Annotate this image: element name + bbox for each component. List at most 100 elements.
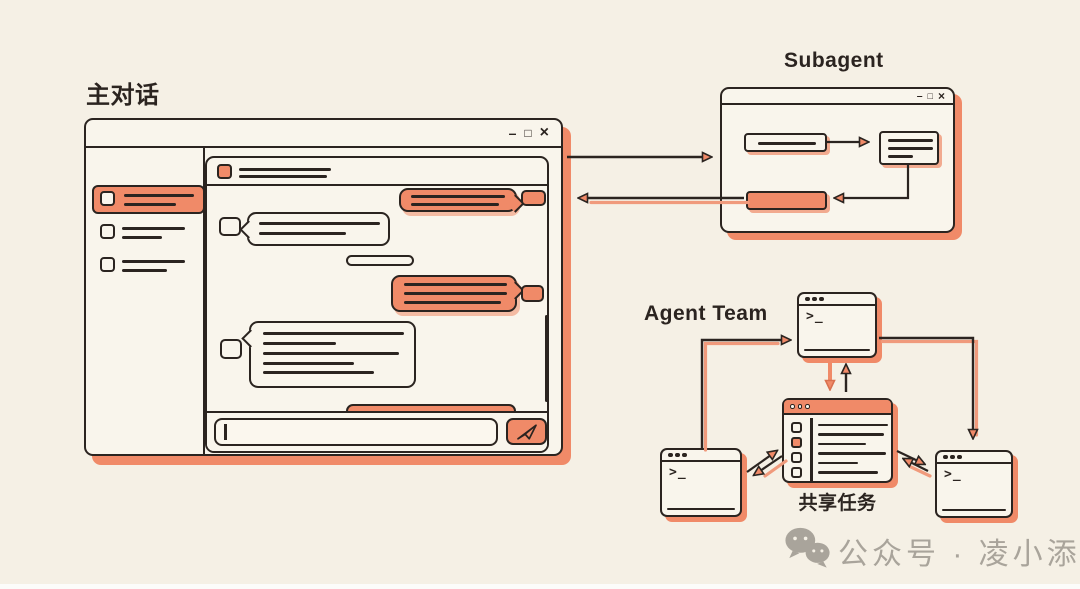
window-dot-icon — [819, 296, 824, 302]
task-list — [784, 417, 891, 481]
close-button[interactable]: × — [539, 124, 549, 141]
terminal-prompt: >_ — [944, 467, 962, 482]
sketch-line — [818, 461, 858, 464]
arrow-left-terminal-to-top — [700, 340, 783, 448]
sketch-line — [411, 203, 499, 206]
arrow-shadow — [703, 341, 780, 452]
arrow-left-terminal-to-tasks — [746, 455, 771, 473]
arrow-right-terminal-to-tasks — [910, 462, 929, 472]
agent-terminal-top: >_ — [797, 292, 877, 358]
sketch-line — [818, 471, 878, 474]
message-input[interactable] — [214, 418, 498, 446]
sketch-line — [124, 194, 194, 197]
subagent-titlebar: – □ × — [722, 89, 953, 105]
shared-task-titlebar — [784, 400, 891, 415]
conversation-avatar — [100, 191, 115, 206]
chat-header-icon — [217, 164, 232, 179]
task-checkbox[interactable] — [791, 451, 802, 463]
sketch-line — [122, 227, 185, 230]
window-dot-icon — [957, 454, 962, 460]
typing-indicator — [346, 255, 414, 266]
agent-avatar — [219, 217, 241, 236]
sketch-line — [818, 433, 884, 436]
watermark-text: 公众号 · 凌小添 — [838, 538, 1080, 571]
user-message-bubble — [391, 275, 517, 312]
sketch-line — [122, 260, 185, 263]
window-dot-icon — [950, 454, 955, 460]
terminal-titlebar — [662, 450, 740, 462]
window-dot-icon — [682, 452, 687, 458]
sketch-line — [804, 348, 870, 351]
sketch-line — [263, 342, 336, 345]
window-dot-icon — [943, 454, 948, 460]
arrow-top-to-right-terminal — [879, 336, 973, 431]
terminal-prompt: >_ — [806, 309, 824, 324]
agent-terminal-right: >_ — [935, 450, 1013, 518]
sketch-line — [818, 442, 866, 445]
sketch-line — [239, 175, 327, 178]
sketch-line — [888, 147, 933, 150]
close-button[interactable]: × — [937, 89, 945, 103]
arrow-shadow — [880, 339, 979, 437]
terminal-titlebar — [799, 294, 875, 306]
sketch-line — [124, 203, 176, 206]
sketch-line — [263, 361, 354, 365]
conversation-sidebar — [86, 148, 205, 455]
divider — [810, 417, 813, 481]
task-checkbox[interactable] — [791, 466, 802, 478]
chat-panel — [205, 156, 549, 453]
sketch-line — [122, 269, 167, 272]
agent-team-title: Agent Team — [644, 302, 768, 325]
sketch-line — [259, 222, 380, 225]
window-dot-icon — [797, 404, 802, 409]
shared-task-label: 共享任务 — [798, 493, 877, 514]
sketch-line — [411, 195, 505, 198]
user-avatar — [521, 190, 546, 206]
composer — [207, 411, 547, 451]
sketch-line — [818, 452, 886, 455]
agent-message-bubble — [247, 212, 390, 246]
sketch-line — [818, 423, 888, 426]
text-caret — [224, 424, 227, 440]
minimize-button[interactable]: – — [916, 89, 923, 102]
main-titlebar: – □ × — [86, 120, 561, 148]
terminal-prompt: >_ — [669, 465, 687, 480]
arrow-shadow — [909, 465, 932, 478]
subagent-title: Subagent — [784, 49, 884, 72]
scrollbar[interactable] — [545, 315, 548, 402]
task-checkbox-active[interactable] — [791, 436, 802, 448]
sketch-line — [888, 139, 933, 142]
sketch-line — [263, 332, 404, 335]
user-avatar — [521, 285, 544, 302]
paper-plane-icon — [516, 423, 537, 440]
task-input-box — [744, 133, 827, 152]
sketch-line — [239, 168, 331, 171]
maximize-button[interactable]: □ — [524, 126, 532, 140]
minimize-button[interactable]: – — [508, 125, 517, 141]
sketch-line — [404, 283, 507, 286]
conversation-avatar — [100, 224, 115, 239]
sketch-line — [404, 292, 507, 295]
window-dot-icon — [805, 296, 810, 302]
agent-terminal-left: >_ — [660, 448, 742, 517]
sidebar-item-active[interactable] — [92, 185, 205, 214]
maximize-button[interactable]: □ — [927, 90, 933, 101]
result-box — [746, 191, 827, 210]
sketch-line — [667, 507, 735, 510]
chat-header — [207, 158, 547, 186]
bottom-edge — [0, 584, 1080, 589]
task-checkbox[interactable] — [791, 421, 802, 433]
window-dot-icon — [805, 404, 810, 409]
send-button[interactable] — [506, 418, 547, 445]
sketch-line — [122, 236, 162, 239]
arrow-tasks-to-right-terminal — [896, 450, 918, 461]
window-dot-icon — [675, 452, 680, 458]
sketch-line — [758, 142, 816, 145]
window-dot-icon — [790, 404, 795, 409]
sketch-line — [942, 508, 1006, 511]
agent-message-bubble — [249, 321, 416, 388]
window-dot-icon — [812, 296, 817, 302]
shared-task-window — [782, 398, 893, 483]
sketch-line — [263, 352, 399, 355]
